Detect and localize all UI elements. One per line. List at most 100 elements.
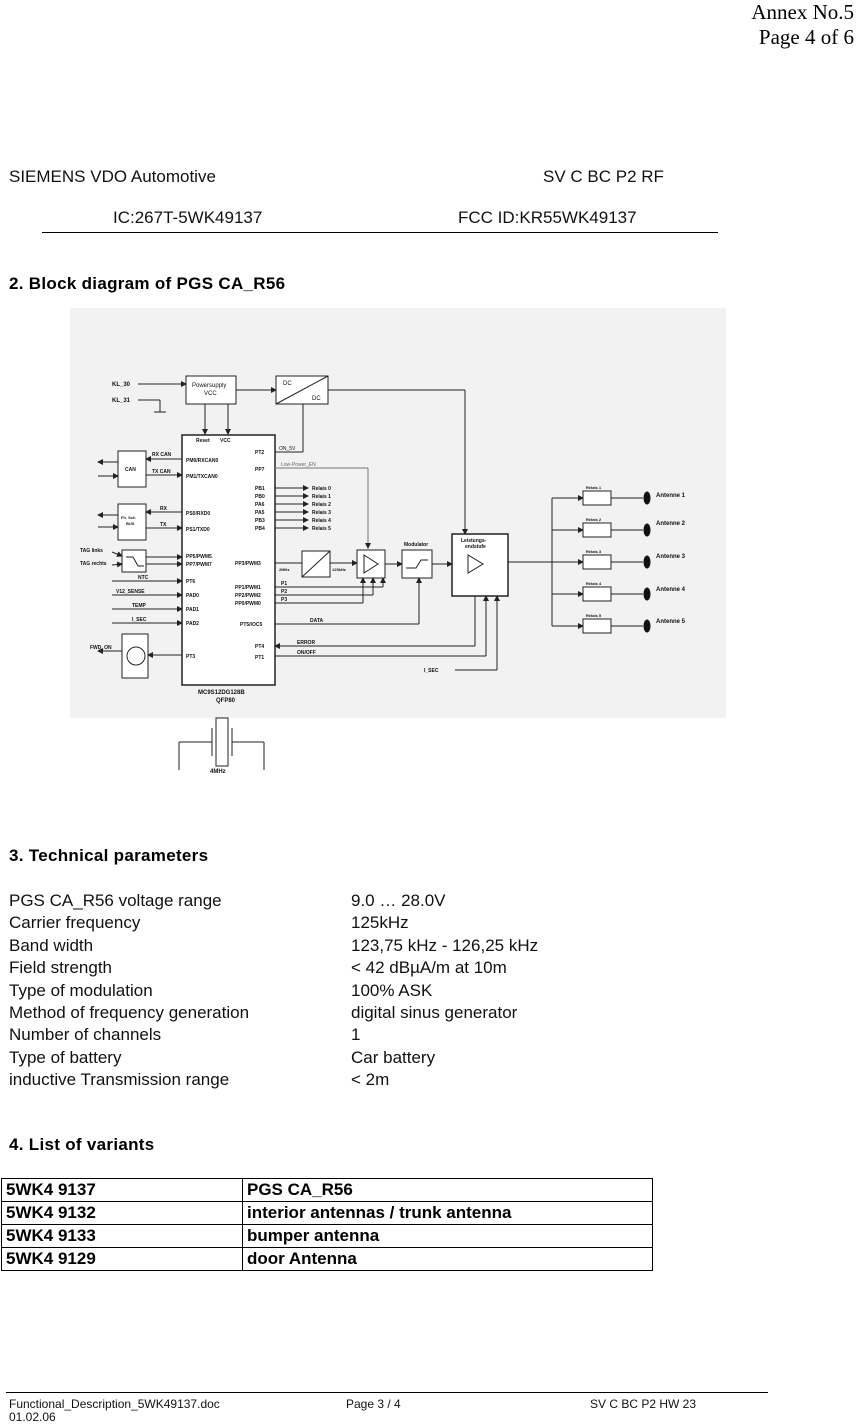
label-v12-sense: V12_SENSE: [116, 589, 145, 595]
label-reset: Reset: [196, 438, 210, 444]
label-antenne-4: Antenne 4: [656, 587, 686, 593]
label-can: CAN: [125, 467, 136, 473]
fcc-id: FCC ID:KR55WK49137: [458, 208, 637, 227]
label-tag-links: TAG links: [80, 548, 103, 554]
label-p3: P3: [281, 597, 287, 603]
param-label: Carrier frequency: [9, 913, 141, 933]
param-value: 100% ASK: [351, 980, 433, 1000]
param-label: Number of channels: [9, 1025, 162, 1045]
annex-number: Annex No.5: [751, 0, 854, 24]
label-fh-sch: Fh. Sch: [121, 515, 136, 520]
label-pp2: PP2/PWM2: [235, 593, 261, 599]
label-relay-1: Relais 1: [586, 485, 602, 490]
label-on-5v: ON_5V: [279, 446, 296, 452]
param-value: < 2m: [351, 1070, 390, 1090]
label-pt3: PT3: [186, 654, 195, 660]
label-ps0: PS0/RXD0: [186, 511, 210, 517]
label-bus: BUS: [126, 521, 135, 526]
param-value: < 42 dBµA/m at 10m: [351, 958, 507, 978]
label-pp5: PP5/PWM5: [186, 554, 212, 560]
label-pp3: PP3/PWM3: [235, 561, 261, 567]
label-ps1: PS1/TXD0: [186, 527, 210, 533]
label-dc-out: DC: [312, 396, 321, 402]
label-tx: TX: [160, 522, 167, 528]
label-pm0: PM0/RXCAN0: [186, 458, 218, 464]
label-relay-5: Relais 5: [586, 613, 602, 618]
label-pb0: PB0: [255, 494, 265, 500]
header-rule: [42, 232, 718, 233]
label-fwd-on: FWD_ON: [90, 645, 112, 651]
param-label: inductive Transmission range: [9, 1070, 230, 1090]
variants-table: 5WK4 9137 PGS CA_R56 5WK4 9132 interior …: [1, 1178, 653, 1271]
company-name: SIEMENS VDO Automotive: [9, 167, 216, 186]
label-ntc: NTC: [138, 575, 149, 581]
label-antenne-1: Antenne 1: [656, 493, 686, 499]
annex-header: Annex No.5 Page 4 of 6: [751, 0, 854, 50]
label-relais-2: Relais 2: [312, 502, 331, 508]
param-value: Car battery: [351, 1047, 436, 1067]
label-relais-0: Relais 0: [312, 486, 331, 492]
label-relais-5: Relais 5: [312, 526, 331, 532]
label-relais-4: Relais 4: [312, 518, 331, 524]
label-low-power: Low-Power_EN: [281, 462, 316, 468]
label-i-sec-in: I_SEC: [132, 617, 147, 623]
label-pb3: PB3: [255, 518, 265, 524]
param-value: 9.0 … 28.0V: [351, 891, 446, 910]
variant-description: PGS CA_R56: [242, 1178, 653, 1202]
label-p2: P2: [281, 589, 287, 595]
label-tag-rechts: TAG rechts: [80, 561, 107, 567]
footer-rule: [6, 1392, 768, 1393]
label-dc-in: DC: [283, 381, 292, 387]
table-row: 5WK4 9137 PGS CA_R56: [1, 1178, 653, 1202]
label-pb4: PB4: [255, 526, 265, 532]
label-pb1: PB1: [255, 486, 265, 492]
label-pt5: PT5/IOC5: [240, 622, 262, 628]
label-tx-can: TX CAN: [152, 469, 171, 475]
label-kl31: KL_31: [112, 398, 131, 404]
footer-page: Page 3 / 4: [346, 1397, 401, 1411]
param-label: Method of frequency generation: [9, 1003, 250, 1022]
table-row: 5WK4 9129 door Antenna: [1, 1247, 653, 1271]
variant-description: door Antenna: [242, 1247, 653, 1271]
param-value: 125kHz: [351, 913, 409, 933]
section-variants-title: 4. List of variants: [9, 1135, 155, 1154]
label-vcc-supply: VCC: [204, 391, 217, 397]
label-temp: TEMP: [132, 603, 147, 609]
label-crystal-4mhz: 4MHz: [210, 769, 226, 775]
label-pt1: PT1: [255, 655, 264, 661]
param-value: digital sinus generator: [351, 1003, 518, 1022]
label-pp0: PP0/PWM0: [235, 601, 261, 607]
label-pt2: PT2: [255, 450, 264, 456]
label-pp7-right: PP7: [255, 467, 265, 473]
label-125khz: 125kHz: [332, 567, 346, 572]
label-pt4: PT4: [255, 644, 264, 650]
label-relay-3: Relais 3: [586, 549, 602, 554]
block-diagram: KL_30 KL_31 Powersupply VCC DC DC Reset …: [70, 308, 726, 775]
ic-number: IC:267T-5WK49137: [113, 208, 263, 227]
label-pad1: PAD1: [186, 607, 199, 613]
param-label: Band width: [9, 935, 94, 955]
label-i-sec-out: I_SEC: [424, 668, 439, 674]
section-technical-parameters-title: 3. Technical parameters: [9, 846, 209, 865]
label-leistungs: Leistungs-: [461, 538, 487, 544]
label-p1: P1: [281, 581, 287, 587]
table-row: 5WK4 9132 interior antennas / trunk ante…: [1, 1201, 653, 1225]
param-label: Type of battery: [9, 1047, 122, 1067]
label-pad0: PAD0: [186, 593, 199, 599]
label-vcc: VCC: [220, 438, 231, 444]
label-on-off: ON/OFF: [297, 650, 316, 656]
label-relais-1: Relais 1: [312, 494, 331, 500]
variant-description: interior antennas / trunk antenna: [242, 1201, 653, 1225]
label-pa5: PA5: [255, 510, 265, 516]
footer-code: SV C BC P2 HW 23: [590, 1397, 697, 1411]
label-pad2: PAD2: [186, 621, 199, 627]
label-pp1: PP1/PWM1: [235, 585, 261, 591]
label-pa6: PA6: [255, 502, 265, 508]
param-label: Type of modulation: [9, 980, 153, 1000]
label-qfp80: QFP80: [216, 698, 236, 704]
label-antenne-5: Antenne 5: [656, 619, 686, 625]
label-mcu: MC9S12DG128B: [198, 690, 245, 696]
label-2mhz: 2MHz: [279, 567, 289, 572]
table-row: 5WK4 9133 bumper antenna: [1, 1224, 653, 1248]
label-antenne-2: Antenne 2: [656, 521, 686, 527]
